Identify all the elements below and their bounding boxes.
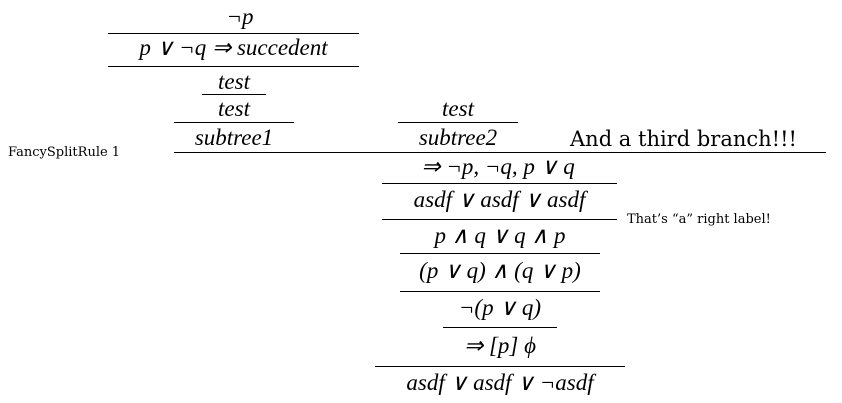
formula-test: test bbox=[442, 96, 474, 121]
formula-pq-or-and: (p ∨ q) ∧ (q ∨ p) bbox=[419, 258, 581, 283]
formula-asdf-final: asdf ∨ asdf ∨ ¬asdf bbox=[406, 370, 594, 395]
inference-line bbox=[398, 122, 518, 123]
inference-line bbox=[443, 327, 557, 328]
inference-line bbox=[174, 122, 294, 123]
formula-sequent: ⇒ ¬p, ¬q, p ∨ q bbox=[421, 154, 575, 179]
formula-third-branch: And a third branch!!! bbox=[570, 127, 797, 151]
inference-line bbox=[375, 366, 625, 367]
inference-line bbox=[400, 291, 600, 292]
formula-neg-pq: ¬(p ∨ q) bbox=[458, 295, 542, 320]
formula-test: test bbox=[218, 69, 250, 94]
formula-subtree2: subtree2 bbox=[418, 125, 498, 150]
inference-line bbox=[382, 183, 617, 184]
formula-pq-and: p ∧ q ∨ q ∧ p bbox=[434, 223, 566, 248]
rule-label-left: FancySplitRule 1 bbox=[8, 145, 121, 160]
inference-line bbox=[400, 253, 600, 254]
formula-neg-p: ¬p bbox=[226, 4, 254, 29]
formula-subtree1: subtree1 bbox=[194, 125, 274, 150]
formula-succedent: p ∨ ¬q ⇒ succedent bbox=[139, 35, 328, 60]
formula-box-phi: ⇒ [p] ϕ bbox=[463, 333, 537, 358]
inference-line bbox=[108, 33, 359, 34]
formula-asdf-or: asdf ∨ asdf ∨ asdf bbox=[413, 187, 586, 212]
inference-line bbox=[108, 66, 359, 67]
inference-line bbox=[382, 219, 617, 220]
formula-test: test bbox=[218, 96, 250, 121]
split-inference-line bbox=[174, 152, 826, 153]
rule-label-right: That’s “a” right label! bbox=[627, 212, 771, 227]
inference-line bbox=[202, 94, 266, 95]
